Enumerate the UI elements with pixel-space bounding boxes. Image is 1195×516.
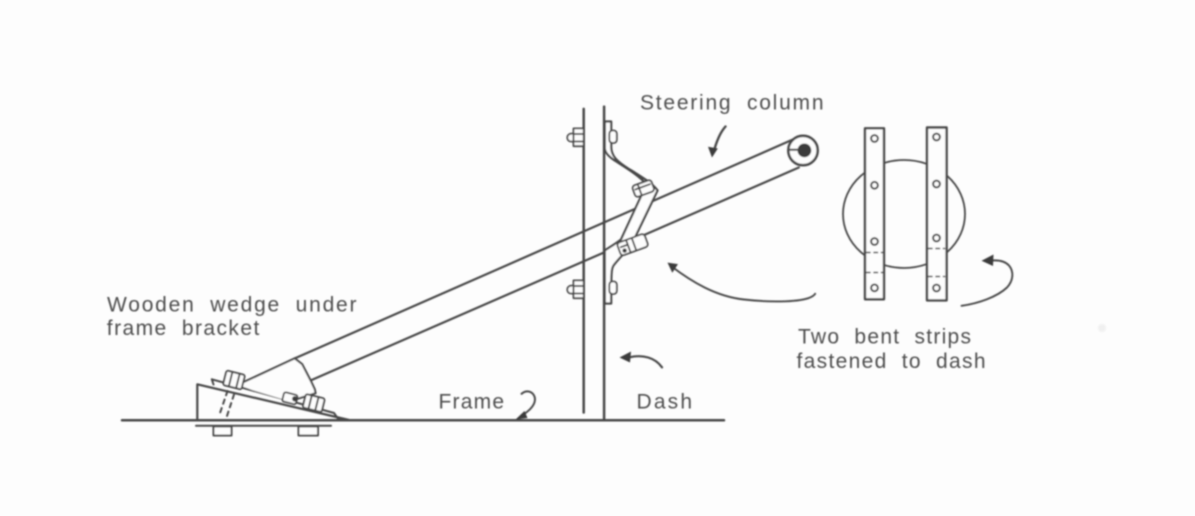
svg-text:Frame: Frame — [439, 391, 505, 414]
svg-text:frame bracket: frame bracket — [107, 317, 260, 340]
svg-text:Dash: Dash — [637, 391, 693, 414]
svg-text:Steering column: Steering column — [640, 92, 824, 115]
svg-text:Two bent strips: Two bent strips — [798, 326, 972, 349]
svg-text:fastened to dash: fastened to dash — [797, 350, 987, 373]
svg-text:Wooden wedge under: Wooden wedge under — [107, 293, 357, 316]
